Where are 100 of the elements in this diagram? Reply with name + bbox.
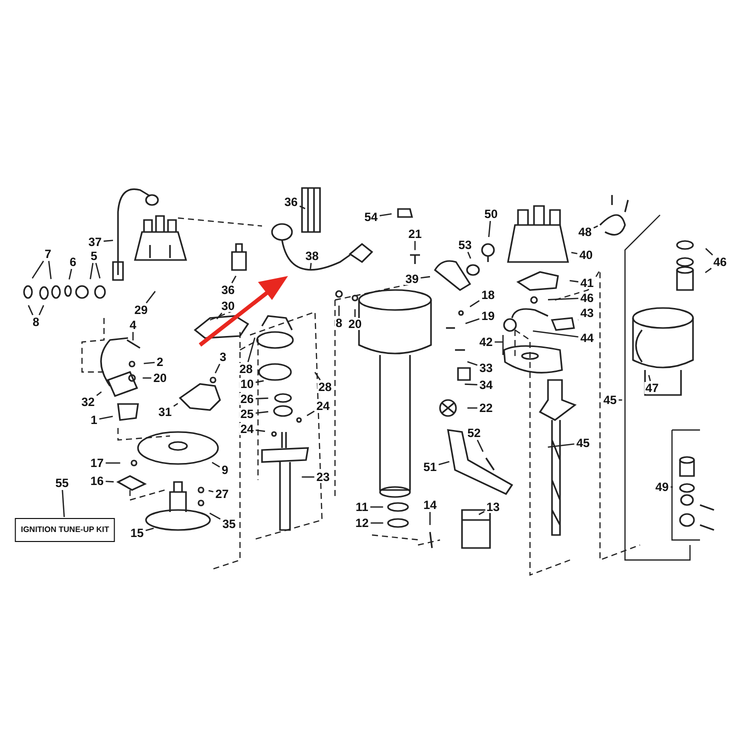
callout-number: 45 — [602, 394, 618, 406]
callout-number: 24 — [239, 423, 255, 435]
leader-line — [571, 252, 578, 254]
callout-number: 3 — [218, 351, 228, 363]
callout-number: 8 — [32, 316, 40, 328]
callout-number: 11 — [354, 501, 370, 513]
callout-number: 12 — [354, 517, 370, 529]
leader-line — [467, 407, 478, 409]
callout-number: 30 — [220, 300, 236, 312]
callout-number: 34 — [478, 379, 494, 391]
callout-number: 23 — [315, 471, 331, 483]
leader-line — [32, 260, 44, 279]
callout-number: 28 — [238, 363, 254, 375]
callout-number: 5 — [90, 250, 98, 262]
leader-line — [299, 206, 306, 210]
callout-number: 13 — [485, 501, 501, 513]
callout-number: 42 — [478, 336, 494, 348]
leader-line — [212, 462, 220, 468]
callout-number: 2 — [156, 356, 164, 368]
callout-number: 28 — [317, 381, 333, 393]
callout-number: 10 — [239, 378, 255, 390]
callout-number: 47 — [644, 382, 660, 394]
leader-line — [420, 276, 430, 279]
leader-line — [593, 225, 598, 228]
callout-number: 29 — [133, 304, 149, 316]
leader-line — [570, 280, 578, 282]
leader-line — [173, 402, 178, 407]
leader-line — [476, 440, 484, 452]
callout-number: 36 — [283, 196, 299, 208]
leader-line — [231, 276, 236, 284]
leader-line — [370, 506, 384, 508]
leader-line — [142, 377, 152, 379]
callout-number: 22 — [478, 402, 494, 414]
callout-number: 7 — [44, 248, 52, 260]
callout-number: 19 — [480, 310, 496, 322]
leader-line — [532, 330, 578, 338]
leader-line — [209, 512, 221, 520]
callout-number: 54 — [363, 211, 379, 223]
callout-number: 40 — [578, 249, 594, 261]
callout-number: 26 — [239, 393, 255, 405]
leader-line — [96, 391, 102, 396]
leader-line — [256, 411, 268, 414]
callout-number: 8 — [334, 317, 344, 329]
leader-line — [106, 462, 120, 464]
leader-line — [306, 410, 315, 416]
leader-line — [354, 309, 356, 317]
leader-line — [488, 220, 491, 238]
leader-line — [380, 213, 392, 216]
leader-line — [618, 399, 622, 401]
kit-label-box: IGNITION TUNE-UP KIT — [14, 518, 116, 542]
leader-line — [99, 416, 113, 420]
callout-number: 46 — [712, 256, 728, 268]
leader-line — [548, 298, 578, 300]
leader-line — [144, 362, 155, 364]
leader-line — [247, 338, 256, 362]
leader-line — [429, 512, 431, 525]
callout-number: 39 — [404, 273, 420, 285]
callout-number: 20 — [347, 318, 363, 330]
callout-number: 15 — [129, 527, 145, 539]
leader-line — [104, 240, 114, 242]
leader-line — [95, 262, 101, 278]
callout-number: 53 — [457, 239, 473, 251]
callout-number: 44 — [579, 332, 595, 344]
callout-number: 33 — [478, 362, 494, 374]
leader-line — [146, 290, 156, 304]
leader-line — [467, 252, 472, 259]
callout-number: 51 — [422, 461, 438, 473]
leader-line — [38, 305, 44, 316]
callout-number: 38 — [304, 250, 320, 262]
callout-number: 4 — [128, 319, 138, 331]
leader-line — [338, 306, 340, 316]
leader-line — [438, 460, 450, 466]
callout-number: 52 — [466, 427, 482, 439]
callout-number: 20 — [152, 372, 168, 384]
callout-number: 36 — [220, 284, 236, 296]
callout-number: 48 — [577, 226, 593, 238]
callout-number: 17 — [89, 457, 105, 469]
leader-line — [494, 334, 504, 356]
callout-number: 9 — [220, 464, 230, 476]
leader-line — [414, 241, 416, 250]
callout-number: 27 — [214, 488, 230, 500]
callout-number: 21 — [407, 228, 423, 240]
leader-line — [146, 528, 154, 532]
leader-line — [314, 372, 321, 380]
leader-line — [106, 480, 114, 482]
callout-number: 37 — [87, 236, 103, 248]
leader-line — [256, 429, 266, 432]
leader-line — [48, 260, 52, 280]
leader-line — [90, 262, 94, 280]
leader-line — [216, 312, 222, 320]
callout-number: 50 — [483, 208, 499, 220]
leader-line — [648, 374, 651, 382]
leader-line — [62, 490, 65, 518]
leader-line — [467, 361, 478, 366]
callout-number: 24 — [315, 400, 331, 412]
leader-line — [28, 305, 34, 316]
callout-number: 31 — [157, 406, 173, 418]
leader-line — [705, 248, 714, 256]
leader-line — [68, 268, 72, 280]
callout-number: 16 — [89, 475, 105, 487]
